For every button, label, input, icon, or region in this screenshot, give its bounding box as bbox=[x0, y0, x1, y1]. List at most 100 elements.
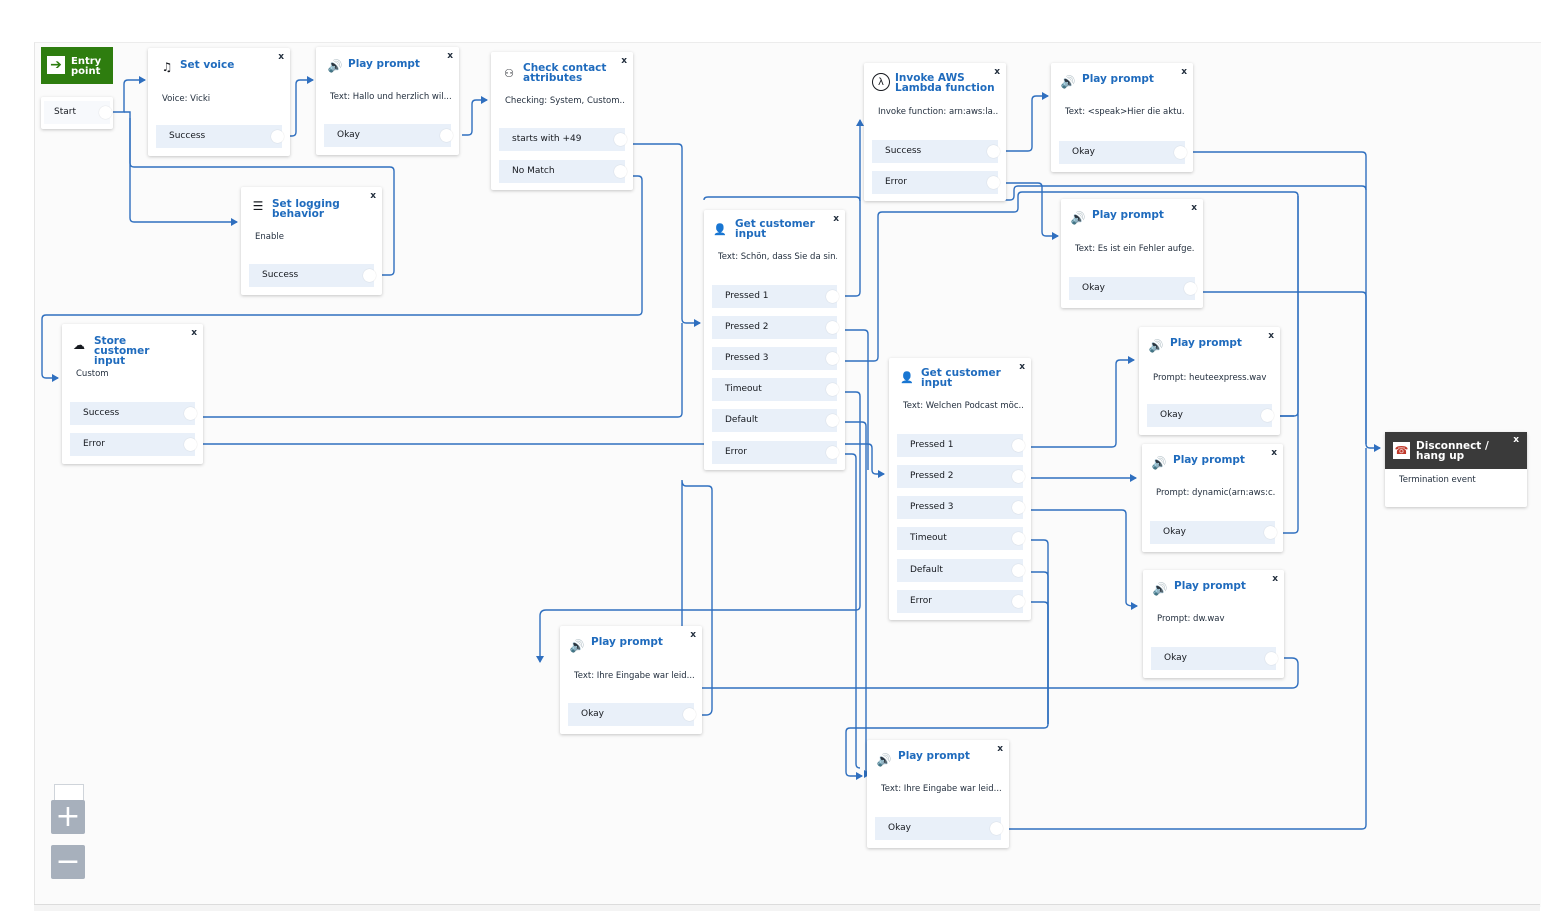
speaker-icon: 🔊 bbox=[1060, 75, 1076, 89]
branch-port[interactable] bbox=[826, 414, 839, 427]
close-icon[interactable]: x bbox=[1019, 362, 1025, 372]
get-customer-input-block[interactable]: 👤 Get customer input x Text: Schön, dass… bbox=[704, 210, 845, 470]
branch-error[interactable]: Error bbox=[70, 433, 197, 456]
play-prompt-block[interactable]: 🔊 Play prompt x Text: <speak>Hier die ak… bbox=[1051, 63, 1193, 172]
disconnect-block[interactable]: ☎ Disconnect / hang up x Termination eve… bbox=[1385, 432, 1527, 507]
branch-timeout[interactable]: Timeout bbox=[712, 378, 839, 401]
branch-port[interactable] bbox=[1012, 532, 1025, 545]
branch-okay[interactable]: Okay bbox=[1059, 141, 1187, 164]
branch-success[interactable]: Success bbox=[249, 264, 376, 287]
branch-no-match[interactable]: No Match bbox=[499, 160, 627, 183]
close-icon[interactable]: x bbox=[621, 56, 627, 66]
branch-port[interactable] bbox=[614, 165, 627, 178]
close-icon[interactable]: x bbox=[191, 328, 197, 338]
invoke-lambda-block[interactable]: λ Invoke AWS Lambda function x Invoke fu… bbox=[864, 63, 1006, 201]
block-title: Play prompt bbox=[1082, 73, 1154, 85]
branch-okay[interactable]: Okay bbox=[1147, 404, 1274, 427]
branch-port[interactable] bbox=[826, 383, 839, 396]
branch-pressed-1[interactable]: Pressed 1 bbox=[897, 434, 1025, 457]
branch-port[interactable] bbox=[990, 822, 1003, 835]
branch-pressed-1[interactable]: Pressed 1 bbox=[712, 285, 839, 308]
close-icon[interactable]: x bbox=[690, 630, 696, 640]
branch-success[interactable]: Success bbox=[70, 402, 197, 425]
branch-okay[interactable]: Okay bbox=[324, 124, 453, 147]
disconnect-header: ☎ Disconnect / hang up x bbox=[1385, 432, 1527, 469]
close-icon[interactable]: x bbox=[447, 51, 453, 61]
branch-port[interactable] bbox=[184, 438, 197, 451]
zoom-out-button[interactable]: − bbox=[51, 845, 85, 879]
branch-pressed-3[interactable]: Pressed 3 bbox=[897, 496, 1025, 519]
branch-port[interactable] bbox=[1265, 652, 1278, 665]
branch-port[interactable] bbox=[1261, 409, 1274, 422]
branch-port[interactable] bbox=[1264, 526, 1277, 539]
play-prompt-block[interactable]: 🔊 Play prompt x Text: Hallo und herzlich… bbox=[316, 47, 459, 155]
branch-port[interactable] bbox=[1184, 282, 1197, 295]
play-prompt-block[interactable]: 🔊 Play prompt x Text: Ihre Eingabe war l… bbox=[560, 626, 702, 734]
branch-port[interactable] bbox=[614, 133, 627, 146]
branch-pressed-2[interactable]: Pressed 2 bbox=[712, 316, 839, 339]
branch-timeout[interactable]: Timeout bbox=[897, 527, 1025, 550]
branch-port[interactable] bbox=[184, 407, 197, 420]
branch-okay[interactable]: Okay bbox=[1151, 647, 1278, 670]
set-voice-block[interactable]: ♫ Set voice x Voice: Vicki Success bbox=[148, 48, 290, 156]
branch-port[interactable] bbox=[1012, 501, 1025, 514]
canvas-scrollbar[interactable] bbox=[34, 904, 1540, 911]
branch-error[interactable]: Error bbox=[897, 590, 1025, 613]
speaker-icon: 🔊 bbox=[876, 753, 892, 767]
branch-port[interactable] bbox=[1012, 439, 1025, 452]
close-icon[interactable]: x bbox=[1191, 203, 1197, 213]
branch-okay[interactable]: Okay bbox=[1069, 277, 1197, 300]
branch-port[interactable] bbox=[987, 145, 1000, 158]
zoom-in-button[interactable]: + bbox=[51, 800, 85, 834]
branch-okay[interactable]: Okay bbox=[568, 703, 696, 726]
branch-default[interactable]: Default bbox=[712, 409, 839, 432]
play-prompt-block[interactable]: 🔊 Play prompt x Text: Ihre Eingabe war l… bbox=[867, 740, 1009, 848]
branch-port[interactable] bbox=[683, 708, 696, 721]
close-icon[interactable]: x bbox=[278, 52, 284, 62]
close-icon[interactable]: x bbox=[1271, 448, 1277, 458]
branch-port[interactable] bbox=[987, 176, 1000, 189]
branch-port[interactable] bbox=[826, 446, 839, 459]
branch-port[interactable] bbox=[826, 321, 839, 334]
entry-point-block[interactable]: ➔ Entry point Start bbox=[41, 47, 113, 131]
set-logging-behavior-block[interactable]: ☰ Set logging behavior x Enable Success bbox=[241, 187, 382, 295]
block-title: Set logging behavior bbox=[272, 198, 340, 220]
close-icon[interactable]: x bbox=[370, 191, 376, 201]
branch-pressed-3[interactable]: Pressed 3 bbox=[712, 347, 839, 370]
store-customer-input-block[interactable]: ☁ Store customer input x Custom Success … bbox=[62, 324, 203, 464]
close-icon[interactable]: x bbox=[1513, 435, 1519, 445]
branch-success[interactable]: Success bbox=[872, 140, 1000, 163]
branch-error[interactable]: Error bbox=[872, 171, 1000, 194]
branch-port[interactable] bbox=[99, 106, 112, 119]
close-icon[interactable]: x bbox=[1272, 574, 1278, 584]
branch-port[interactable] bbox=[1012, 595, 1025, 608]
branch-success[interactable]: Success bbox=[156, 125, 284, 148]
close-icon[interactable]: x bbox=[1181, 67, 1187, 77]
play-prompt-block[interactable]: 🔊 Play prompt x Prompt: dw.wav Okay bbox=[1143, 570, 1284, 678]
get-customer-input-block[interactable]: 👤 Get customer input x Text: Welchen Pod… bbox=[889, 358, 1031, 620]
branch-port[interactable] bbox=[1174, 146, 1187, 159]
close-icon[interactable]: x bbox=[994, 67, 1000, 77]
branch-default[interactable]: Default bbox=[897, 559, 1025, 582]
play-prompt-block[interactable]: 🔊 Play prompt x Text: Es ist ein Fehler … bbox=[1061, 199, 1203, 308]
close-icon[interactable]: x bbox=[833, 214, 839, 224]
branch-start[interactable]: Start bbox=[44, 101, 112, 124]
branch-port[interactable] bbox=[271, 130, 284, 143]
branch-port[interactable] bbox=[826, 352, 839, 365]
check-contact-attributes-block[interactable]: ⚇ Check contact attributes x Checking: S… bbox=[491, 52, 633, 190]
branch-okay[interactable]: Okay bbox=[875, 817, 1003, 840]
branch-port[interactable] bbox=[826, 290, 839, 303]
flow-canvas[interactable] bbox=[34, 42, 1541, 907]
play-prompt-block[interactable]: 🔊 Play prompt x Prompt: heuteexpress.wav… bbox=[1139, 327, 1280, 435]
branch-port[interactable] bbox=[1012, 470, 1025, 483]
branch-pressed-2[interactable]: Pressed 2 bbox=[897, 465, 1025, 488]
branch-error[interactable]: Error bbox=[712, 441, 839, 464]
branch-okay[interactable]: Okay bbox=[1150, 521, 1277, 544]
branch-starts-with[interactable]: starts with +49 bbox=[499, 128, 627, 151]
branch-port[interactable] bbox=[440, 129, 453, 142]
play-prompt-block[interactable]: 🔊 Play prompt x Prompt: dynamic(arn:aws:… bbox=[1142, 444, 1283, 552]
close-icon[interactable]: x bbox=[997, 744, 1003, 754]
branch-port[interactable] bbox=[363, 269, 376, 282]
close-icon[interactable]: x bbox=[1268, 331, 1274, 341]
branch-port[interactable] bbox=[1012, 564, 1025, 577]
